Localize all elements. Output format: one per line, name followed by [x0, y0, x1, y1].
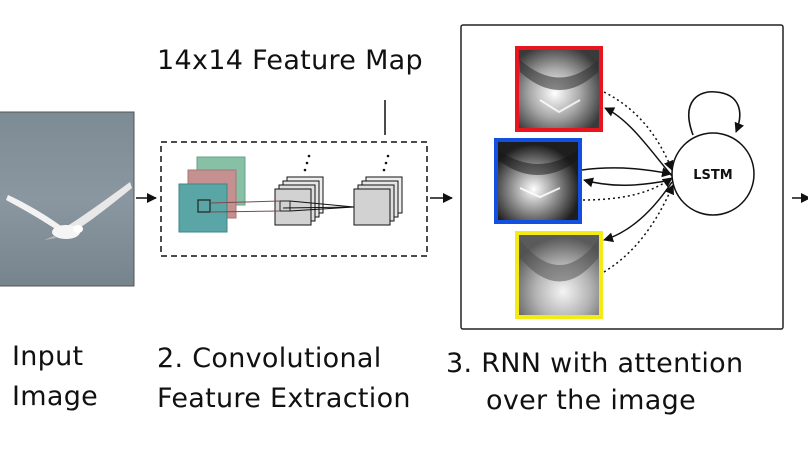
conv-layer-1-stack: [274, 154, 324, 226]
lstm-label: LSTM: [693, 168, 732, 183]
input-image: [0, 111, 135, 287]
bird-photo-icon: [6, 182, 132, 240]
feature-map-stack-icon: [178, 156, 246, 233]
attention-connections: [581, 91, 675, 273]
attention-map-blue: [494, 138, 582, 224]
caption-conv-line-2: Feature Extraction: [157, 383, 411, 414]
attention-map-yellow: [515, 231, 603, 319]
feature-map-title: 14x14 Feature Map: [157, 45, 423, 76]
caption-input-line-2: Image: [12, 381, 99, 412]
attention-map-red: [515, 46, 603, 132]
lstm-node-icon: [671, 90, 755, 216]
receptive-field-lines: [209, 200, 355, 213]
caption-input-line-1: Input: [12, 341, 84, 372]
caption-rnn-line-2: over the image: [486, 385, 696, 416]
caption-conv-line-1: 2. Convolutional: [157, 343, 382, 374]
conv-layer-2-stack: [353, 154, 403, 226]
conv-dashed-box: [160, 141, 428, 257]
caption-rnn-line-1: 3. RNN with attention: [446, 348, 744, 379]
